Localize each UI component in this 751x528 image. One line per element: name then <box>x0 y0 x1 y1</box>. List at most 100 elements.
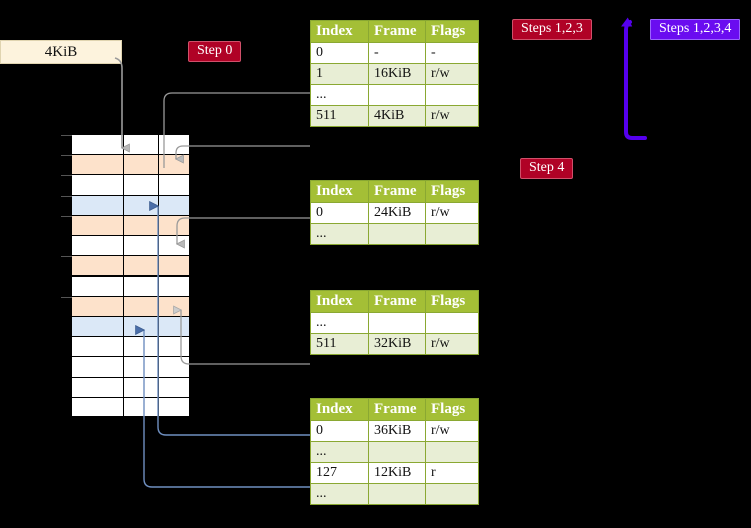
wire-table1-511-to-grid <box>176 145 310 159</box>
memory-grid-tick <box>61 135 72 136</box>
table-cell-frame <box>368 441 426 463</box>
size-box-label: 4KiB <box>44 43 78 60</box>
table-cell-frame: 36KiB <box>368 420 426 442</box>
column-header-index: Index <box>310 398 369 421</box>
table-cell-index: 0 <box>310 420 369 442</box>
table-cell-index: ... <box>310 441 369 463</box>
memory-grid-tick <box>61 296 72 298</box>
memory-grid-row <box>61 214 190 236</box>
table-cell-frame: 4KiB <box>368 105 426 127</box>
table-row: ... <box>310 483 479 505</box>
column-header-flags: Flags <box>425 290 479 313</box>
table-row: ... <box>310 312 479 334</box>
table-cell-index: 1 <box>310 63 369 85</box>
table-cell-flags: r/w <box>425 333 479 355</box>
table-cell-index: ... <box>310 84 369 106</box>
table-cell-flags <box>425 312 479 334</box>
memory-grid-row <box>71 356 190 377</box>
table-cell-frame <box>368 312 426 334</box>
badge-steps-1-2-3-4: Steps 1,2,3,4 <box>650 19 741 40</box>
memory-grid-tick <box>61 195 72 197</box>
memory-grid-tick <box>61 175 72 177</box>
table-cell-frame: 12KiB <box>368 462 426 484</box>
memory-grid-tick <box>61 256 72 258</box>
table-cell-flags: r/w <box>425 420 479 442</box>
table-cell-index: 0 <box>310 202 369 224</box>
wire-violet-bracket <box>621 17 647 140</box>
memory-grid-row <box>71 396 190 417</box>
table-cell-index: ... <box>310 223 369 245</box>
memory-grid-row <box>61 295 190 316</box>
memory-grid-row <box>61 174 190 195</box>
column-header-index: Index <box>310 180 369 203</box>
memory-grid-divider <box>158 134 159 417</box>
memory-grid-row <box>61 134 190 155</box>
column-header-frame: Frame <box>368 20 426 43</box>
memory-grid-row <box>61 255 190 276</box>
memory-grid-row <box>71 315 190 337</box>
table-cell-index: 511 <box>310 105 369 127</box>
wire-table2-to-grid <box>177 217 310 244</box>
memory-grid-tick <box>61 155 72 157</box>
table-cell-flags <box>425 441 479 463</box>
badge-steps-1-2-3: Steps 1,2,3 <box>512 19 592 40</box>
memory-grid-divider <box>123 134 124 417</box>
table-cell-frame <box>368 223 426 245</box>
memory-grid-row <box>71 376 190 397</box>
column-header-flags: Flags <box>425 180 479 203</box>
column-header-index: Index <box>310 290 369 313</box>
table-cell-frame <box>368 483 426 505</box>
column-header-flags: Flags <box>425 398 479 421</box>
memory-grid <box>61 134 190 417</box>
table-cell-frame: 32KiB <box>368 333 426 355</box>
memory-grid-row <box>61 194 190 215</box>
table-cell-frame: 24KiB <box>368 202 426 224</box>
table-row: ... <box>310 84 479 106</box>
table-cell-index: ... <box>310 312 369 334</box>
table-cell-flags <box>425 483 479 505</box>
table-cell-frame <box>368 84 426 106</box>
table-row: ... <box>310 223 479 245</box>
badge-step-4: Step 4 <box>520 158 574 179</box>
table-row: 0-- <box>310 42 479 64</box>
column-header-flags: Flags <box>425 20 479 43</box>
table-cell-index: 127 <box>310 462 369 484</box>
column-header-frame: Frame <box>368 180 426 203</box>
badge-step-0: Step 0 <box>188 41 242 62</box>
table-cell-frame: 16KiB <box>368 63 426 85</box>
table-cell-flags: - <box>425 42 479 64</box>
column-header-frame: Frame <box>368 290 426 313</box>
table-cell-flags: r/w <box>425 105 479 127</box>
memory-grid-row <box>71 235 190 256</box>
table-cell-flags: r/w <box>425 63 479 85</box>
table-cell-frame: - <box>368 42 426 64</box>
column-header-index: Index <box>310 20 369 43</box>
table-cell-flags: r/w <box>425 202 479 224</box>
wire-grid-to-table3 <box>181 310 310 365</box>
table-cell-flags <box>425 84 479 106</box>
size-box-4kib: 4KiB <box>0 40 122 64</box>
column-header-frame: Frame <box>368 398 426 421</box>
table-cell-index: 511 <box>310 333 369 355</box>
table-cell-flags <box>425 223 479 245</box>
memory-grid-tick <box>61 215 72 217</box>
table-cell-flags: r <box>425 462 479 484</box>
table-cell-index: 0 <box>310 42 369 64</box>
memory-grid-row <box>71 275 190 296</box>
table-row: ... <box>310 441 479 463</box>
table-cell-index: ... <box>310 483 369 505</box>
